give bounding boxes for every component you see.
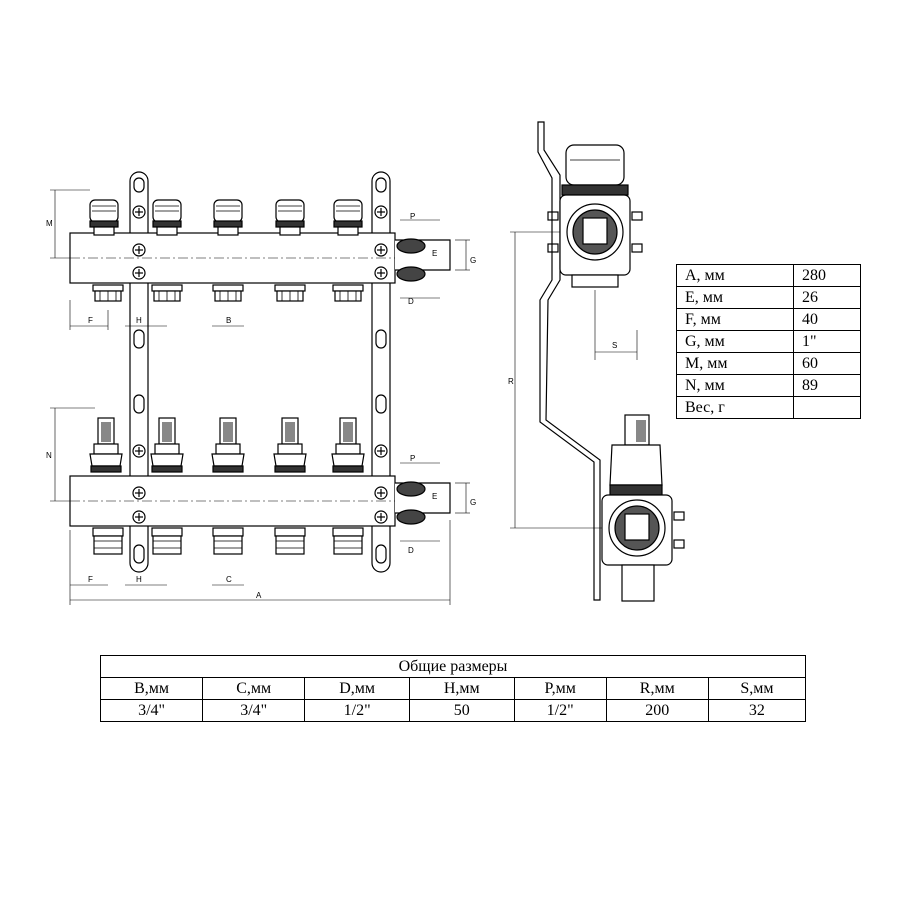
column-header: H,мм bbox=[408, 677, 515, 700]
column-header: D,мм bbox=[304, 677, 410, 700]
label-a: A bbox=[256, 591, 262, 600]
label-d-top: D bbox=[408, 297, 414, 306]
dimension-value: 40 bbox=[793, 308, 861, 331]
column-header: B,мм bbox=[99, 677, 204, 700]
table-cell: 1/2" bbox=[513, 699, 607, 722]
dimension-name: G, мм bbox=[676, 330, 794, 353]
table-cell: 50 bbox=[408, 699, 515, 722]
dimension-name: F, мм bbox=[676, 308, 794, 331]
table-cell: 3/4" bbox=[202, 699, 306, 722]
column-header: P,мм bbox=[513, 677, 607, 700]
label-f-top: F bbox=[88, 316, 93, 325]
dimension-value: 26 bbox=[793, 286, 861, 309]
table-cell: 1/2" bbox=[304, 699, 410, 722]
dimension-value: 280 bbox=[793, 264, 861, 287]
column-header: S,мм bbox=[707, 677, 807, 700]
table-cell: 32 bbox=[707, 699, 807, 722]
label-c: C bbox=[226, 575, 232, 584]
label-p-top: P bbox=[410, 212, 415, 221]
column-header: C,мм bbox=[202, 677, 306, 700]
table-cell: 200 bbox=[605, 699, 709, 722]
dimension-value: 1" bbox=[793, 330, 861, 353]
front-view: M N P P E E G G D D F F H H B C A bbox=[46, 171, 476, 605]
dimension-name: E, мм bbox=[676, 286, 794, 309]
dimension-name: Вес, г bbox=[676, 396, 794, 419]
label-h-top: H bbox=[136, 316, 142, 325]
label-p-bottom: P bbox=[410, 454, 415, 463]
dimension-name: M, мм bbox=[676, 352, 794, 375]
dimension-name: N, мм bbox=[676, 374, 794, 397]
table-row: Вес, г bbox=[676, 396, 861, 419]
label-r: R bbox=[508, 377, 514, 386]
label-e-bottom: E bbox=[432, 492, 437, 501]
dimension-value: 60 bbox=[793, 352, 861, 375]
dimension-value bbox=[793, 396, 861, 419]
dimension-value: 89 bbox=[793, 374, 861, 397]
column-header: R,мм bbox=[605, 677, 709, 700]
label-m: M bbox=[46, 219, 53, 228]
label-f-bottom: F bbox=[88, 575, 93, 584]
table-cell: 3/4" bbox=[99, 699, 204, 722]
label-d-bottom: D bbox=[408, 546, 414, 555]
label-n: N bbox=[46, 451, 52, 460]
label-e-top: E bbox=[432, 249, 437, 258]
label-g-top: G bbox=[470, 256, 476, 265]
table-caption: Общие размеры bbox=[100, 655, 806, 678]
side-bracket bbox=[537, 121, 601, 601]
label-s: S bbox=[612, 341, 617, 350]
label-g-bottom: G bbox=[470, 498, 476, 507]
dimension-name: А, мм bbox=[676, 264, 794, 287]
label-b: B bbox=[226, 316, 231, 325]
label-h-bottom: H bbox=[136, 575, 142, 584]
side-view: R S bbox=[508, 121, 685, 602]
